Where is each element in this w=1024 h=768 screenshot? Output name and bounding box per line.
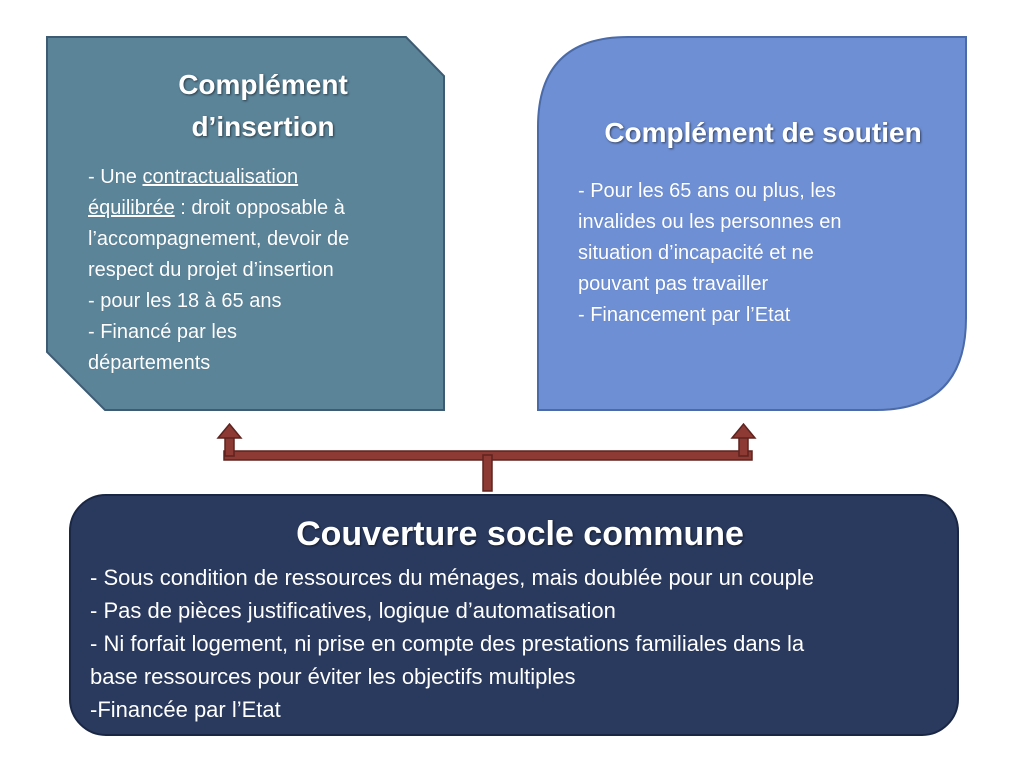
bottom-box-line: - Pas de pièces justificatives, logique …: [90, 598, 616, 623]
right-box-line: - Pour les 65 ans ou plus, les: [578, 180, 836, 202]
bottom-box-content: Couverture socle commune - Sous conditio…: [90, 510, 950, 726]
left-box-text: - Une: [88, 166, 143, 188]
connector-stem: [482, 454, 493, 492]
left-box-line: - Financé par les: [88, 321, 237, 343]
bottom-box-shape: [69, 494, 959, 736]
bottom-box-line: -Financée par l’Etat: [90, 697, 281, 722]
underlined-text: contractualisation: [142, 166, 299, 188]
left-box-line: départements: [88, 352, 211, 374]
bottom-box-body: - Sous condition de ressources du ménage…: [90, 561, 950, 726]
left-box-shape: [46, 36, 445, 411]
left-box-line: - Une contractualisation: [88, 162, 438, 193]
bottom-box-line: - Sous condition de ressources du ménage…: [90, 565, 815, 590]
left-box-body: - Une contractualisation équilibrée : dr…: [88, 162, 438, 379]
left-box-text: : droit opposable à: [174, 197, 345, 219]
right-box-body: - Pour les 65 ans ou plus, les invalides…: [578, 176, 948, 331]
bottom-box-line: - Ni forfait logement, ni prise en compt…: [90, 631, 805, 656]
left-box-content: Complément d’insertion - Une contractual…: [88, 64, 438, 379]
left-box-line: respect du projet d’insertion: [88, 259, 334, 281]
right-box-line: pouvant pas travailler: [578, 273, 769, 295]
right-box-title: Complément de soutien: [604, 117, 922, 148]
bottom-box-line: base ressources pour éviter les objectif…: [90, 664, 576, 689]
underlined-text: équilibrée: [88, 197, 175, 219]
right-box-line: invalides ou les personnes en: [578, 211, 842, 233]
arrow-up-right-icon: [730, 422, 757, 439]
right-box-line: - Financement par l’Etat: [578, 304, 791, 326]
right-box-content: Complément de soutien - Pour les 65 ans …: [578, 112, 948, 331]
bottom-box-title: Couverture socle commune: [296, 515, 744, 553]
arrow-up-left-icon: [216, 422, 243, 439]
left-box-line: - pour les 18 à 65 ans: [88, 290, 282, 312]
left-box-title-line: Complément: [178, 69, 348, 100]
right-box-line: situation d’incapacité et ne: [578, 242, 814, 264]
left-box-title-line: d’insertion: [191, 111, 335, 142]
right-box-shape: [537, 36, 967, 411]
left-box-line: l’accompagnement, devoir de: [88, 228, 350, 250]
left-box-line: équilibrée : droit opposable à: [88, 193, 438, 224]
connector-arrows: [216, 422, 757, 492]
left-box-title: Complément d’insertion: [88, 64, 438, 148]
